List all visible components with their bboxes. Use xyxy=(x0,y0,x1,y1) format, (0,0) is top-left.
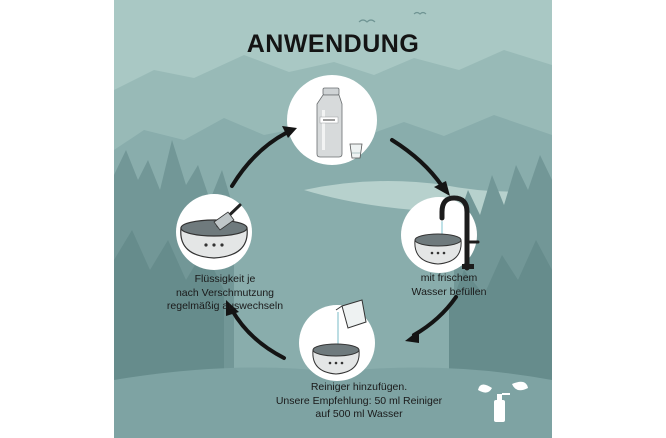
spray-bottle-leaf-icon xyxy=(478,381,528,422)
arrow-heads xyxy=(226,126,450,343)
step-text-add: Reiniger hinzufügen. Unsere Empfehlung: … xyxy=(264,381,454,422)
cleaning-bowl-icon xyxy=(312,343,360,375)
measuring-cup-icon xyxy=(349,143,363,159)
step-text-line: Flüssigkeit je xyxy=(194,273,256,285)
step-text-line: mit frischem xyxy=(420,272,478,284)
step-text-line: nach Verschmutzung xyxy=(175,286,275,299)
step-text-line: regelmäßig auswechseln xyxy=(166,300,284,312)
bottle-icon xyxy=(316,87,343,158)
arrow-head-change xyxy=(226,300,239,316)
step-text-line: Reiniger hinzufügen. xyxy=(310,381,408,393)
arrow-head-bottle xyxy=(282,126,297,138)
arrow-bottle-to-fill xyxy=(390,138,444,188)
cleaning-bowl-icon xyxy=(180,219,248,259)
pouring-jug-icon xyxy=(335,299,367,348)
arrow-change-to-bottle xyxy=(230,131,288,188)
arrow-head-fill xyxy=(434,181,450,196)
step-text-line: Unsere Empfehlung: 50 ml Reiniger xyxy=(275,394,443,407)
background-scene xyxy=(114,0,552,438)
arrow-head-add xyxy=(405,330,419,343)
birds-icon xyxy=(358,11,427,23)
page-title: ANWENDUNG xyxy=(246,30,420,58)
ground xyxy=(114,367,552,438)
cleaning-bowl-icon xyxy=(414,233,462,265)
step-text-line: auf 500 ml Wasser xyxy=(315,408,403,420)
step-text-change: Flüssigkeit je nach Verschmutzung regelm… xyxy=(150,273,300,314)
step-text-fill: mit frischem Wasser befüllen xyxy=(384,272,514,299)
instruction-panel: ANWENDUNG mit frischem Wasser befüllen R… xyxy=(114,0,552,438)
brush-icon xyxy=(213,203,242,231)
arrow-add-to-change xyxy=(230,308,286,360)
step-text-line: Wasser befüllen xyxy=(411,285,487,298)
